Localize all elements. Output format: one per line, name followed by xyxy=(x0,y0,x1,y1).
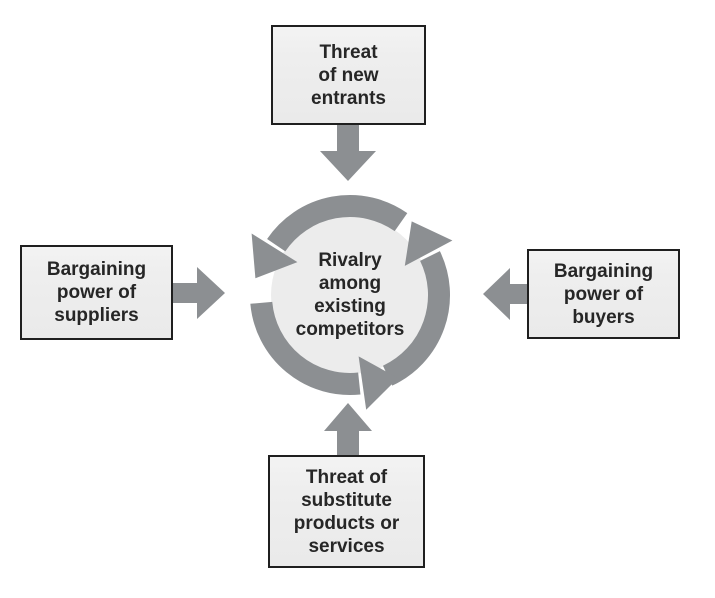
rivalry-center-label: Rivalry among existing competitors xyxy=(260,243,440,347)
rivalry-label-text: Rivalry among existing competitors xyxy=(295,250,405,340)
arrow-down-icon xyxy=(320,123,376,181)
arrow-right-icon xyxy=(171,267,225,319)
force-box-substitutes: Threat of substitute products or service… xyxy=(268,455,425,568)
force-label-suppliers: Bargaining power of suppliers xyxy=(46,259,147,326)
arrow-left-icon xyxy=(483,268,529,320)
force-box-new-entrants: Threat of new entrants xyxy=(271,25,426,125)
force-box-suppliers: Bargaining power of suppliers xyxy=(20,245,173,340)
arrow-up-icon xyxy=(324,403,372,457)
force-box-buyers: Bargaining power of buyers xyxy=(527,249,680,339)
force-label-new-entrants: Threat of new entrants xyxy=(311,41,386,109)
counterclockwise-cycle-icon xyxy=(250,195,453,410)
force-label-substitutes: Threat of substitute products or service… xyxy=(293,466,400,557)
rivalry-circle-background xyxy=(271,216,429,374)
force-label-buyers: Bargaining power of buyers xyxy=(553,260,654,328)
